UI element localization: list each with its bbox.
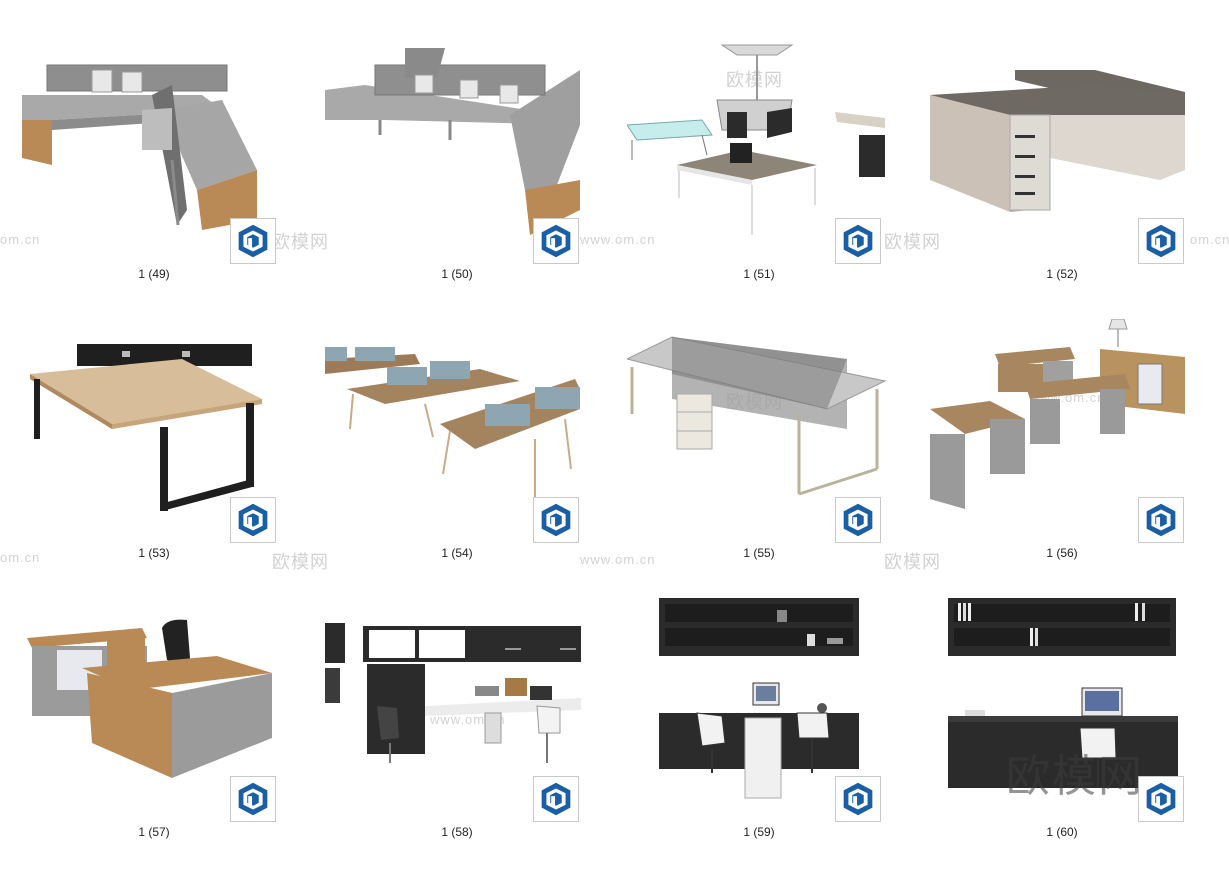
- file-tile-51[interactable]: 1 (51): [627, 40, 891, 300]
- file-tile-50[interactable]: 1 (50): [325, 40, 589, 300]
- file-label: 1 (50): [441, 267, 473, 281]
- sketchup-badge: [1138, 497, 1184, 543]
- sketchup-badge: [230, 776, 276, 822]
- file-label: 1 (57): [138, 825, 170, 839]
- file-tile-57[interactable]: 1 (57): [22, 598, 286, 858]
- file-tile-59[interactable]: 1 (59): [627, 598, 891, 858]
- sketchup-icon: [541, 224, 571, 258]
- thumbnail-mixed-desks: [627, 44, 885, 235]
- file-label: 1 (55): [743, 546, 775, 560]
- sketchup-badge: [533, 776, 579, 822]
- sketchup-icon: [1146, 503, 1176, 537]
- sketchup-icon: [843, 503, 873, 537]
- thumbnail-l-shaped-desk: [27, 619, 272, 778]
- file-label: 1 (51): [743, 267, 775, 281]
- thumbnail-home-office-wall: [325, 623, 581, 763]
- file-tile-60[interactable]: 1 (60): [930, 598, 1194, 858]
- file-tile-58[interactable]: 1 (58): [325, 598, 589, 858]
- sketchup-badge: [835, 776, 881, 822]
- thumbnail-bench-desks: [325, 347, 580, 514]
- file-label: 1 (54): [441, 546, 473, 560]
- sketchup-icon: [1146, 224, 1176, 258]
- sketchup-icon: [238, 782, 268, 816]
- file-tile-54[interactable]: 1 (54): [325, 319, 589, 579]
- sketchup-badge: [835, 497, 881, 543]
- file-label: 1 (59): [743, 825, 775, 839]
- sketchup-icon: [843, 782, 873, 816]
- sketchup-icon: [238, 224, 268, 258]
- thumbnail-workstation-cluster: [22, 64, 257, 230]
- thumbnail-glass-partition-desk: [627, 336, 887, 496]
- file-label: 1 (53): [138, 546, 170, 560]
- sketchup-badge: [533, 497, 579, 543]
- thumbnail-dark-desk-shelves: [659, 598, 859, 799]
- sketchup-badge: [835, 218, 881, 264]
- sketchup-icon: [541, 782, 571, 816]
- file-label: 1 (49): [138, 267, 170, 281]
- file-tile-55[interactable]: 1 (55): [627, 319, 891, 579]
- sketchup-badge: [533, 218, 579, 264]
- file-label: 1 (58): [441, 825, 473, 839]
- file-tile-49[interactable]: 1 (49): [22, 40, 286, 300]
- sketchup-icon: [843, 224, 873, 258]
- sketchup-badge: [1138, 776, 1184, 822]
- sketchup-icon: [238, 503, 268, 537]
- watermark-domain: om.cn: [1190, 232, 1229, 247]
- sketchup-badge: [230, 497, 276, 543]
- file-label: 1 (52): [1046, 267, 1078, 281]
- file-label: 1 (56): [1046, 546, 1078, 560]
- file-tile-53[interactable]: 1 (53): [22, 319, 286, 579]
- thumbnail-executive-desk: [930, 70, 1185, 212]
- sketchup-icon: [541, 503, 571, 537]
- file-tile-56[interactable]: 1 (56): [930, 319, 1194, 579]
- sketchup-badge: [230, 218, 276, 264]
- thumbnail-wood-grey-desks: [930, 319, 1185, 509]
- sketchup-badge: [1138, 218, 1184, 264]
- thumbnail-black-desk-bookshelf: [948, 598, 1178, 788]
- file-label: 1 (60): [1046, 825, 1078, 839]
- thumbnail-wood-black-desk: [30, 344, 262, 511]
- file-tile-52[interactable]: 1 (52): [930, 40, 1194, 300]
- sketchup-icon: [1146, 782, 1176, 816]
